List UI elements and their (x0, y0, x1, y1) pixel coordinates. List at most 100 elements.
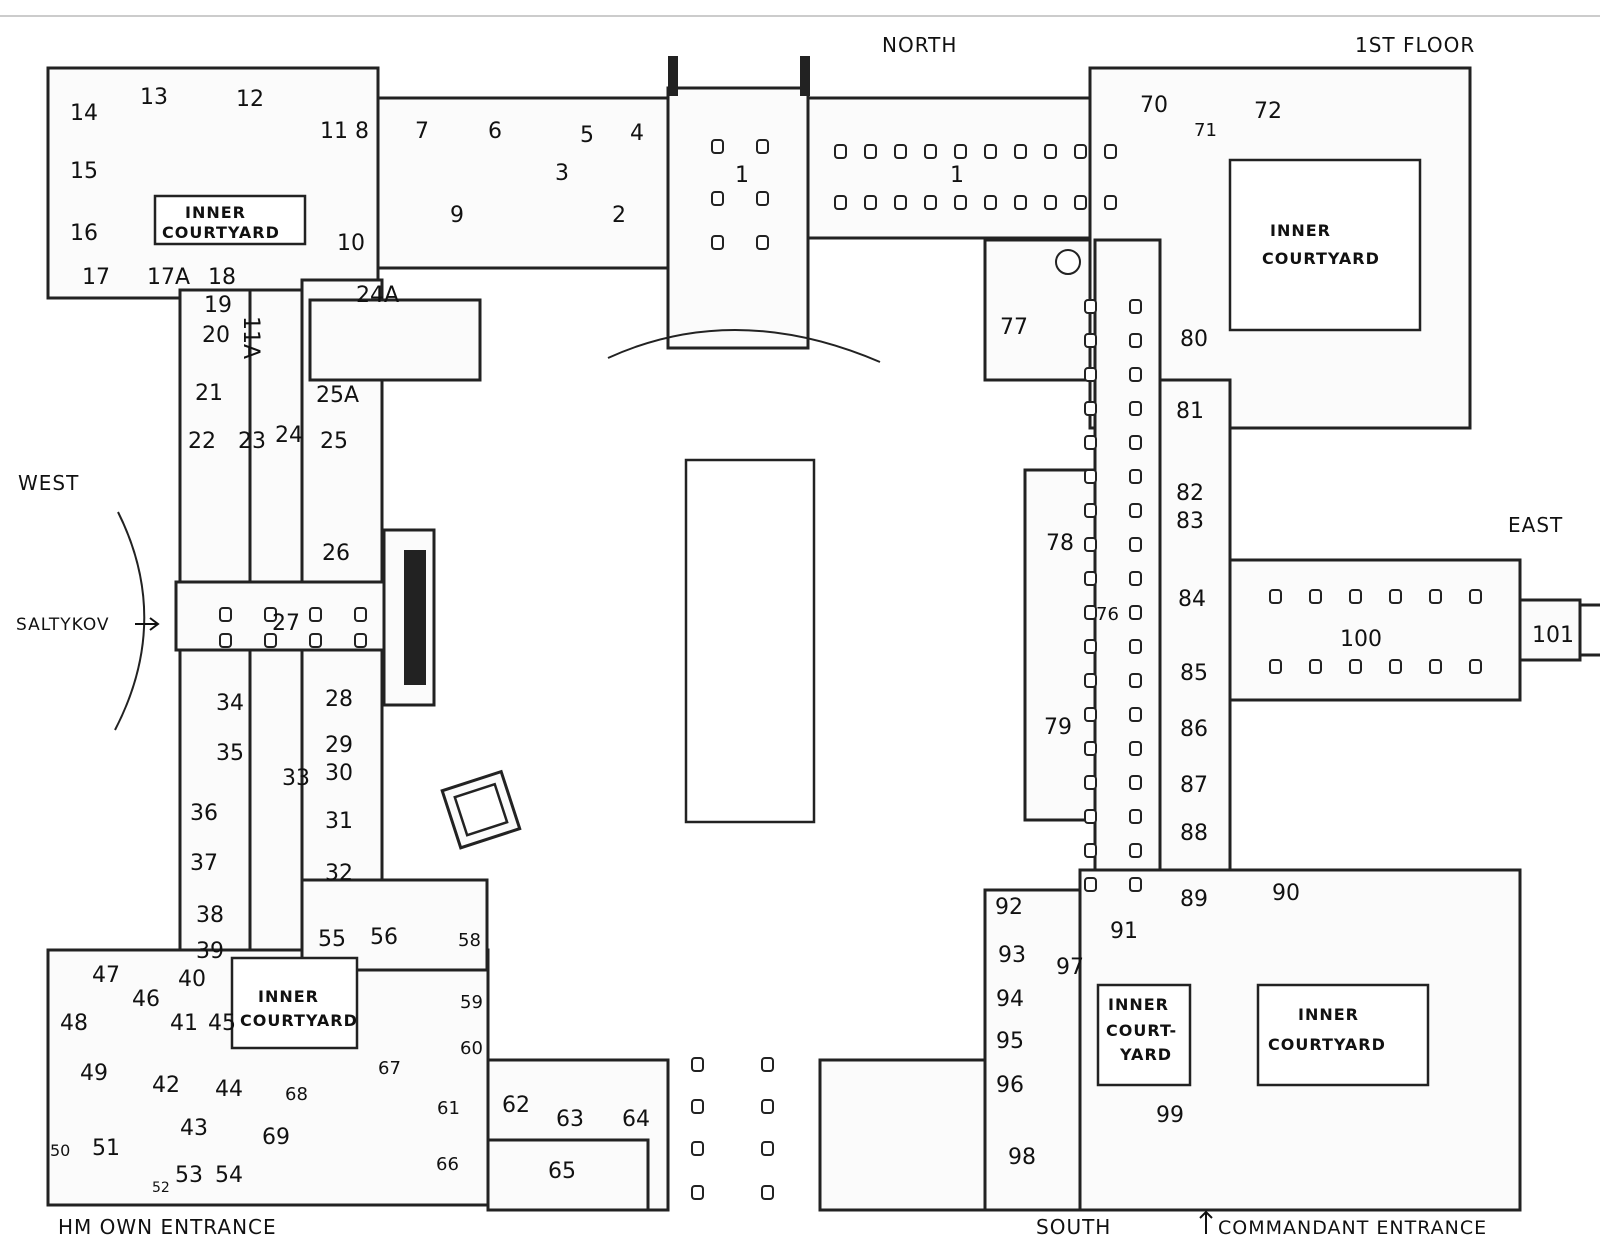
se-courtyard-label-1: INNER (1298, 1005, 1359, 1024)
room-6: 6 (488, 119, 502, 144)
north-wing-west (376, 96, 680, 270)
pillar (1129, 571, 1142, 586)
pillar (309, 607, 322, 622)
se-inner-courtyard (1256, 983, 1430, 1087)
ne-inner-courtyard (1228, 158, 1422, 332)
pillar (756, 191, 769, 206)
room-51: 51 (92, 1136, 120, 1161)
room-25: 25 (320, 429, 348, 454)
room-31: 31 (325, 809, 353, 834)
room-92: 92 (995, 895, 1023, 920)
pillar (691, 1057, 704, 1072)
room-45: 45 (208, 1011, 236, 1036)
room-68: 68 (285, 1084, 308, 1105)
saltykov-arrow-icon (135, 617, 160, 631)
pillar (1104, 195, 1117, 210)
se-courtyard-label-2: COURTYARD (1268, 1035, 1386, 1054)
room-34: 34 (216, 691, 244, 716)
pillar (1084, 469, 1097, 484)
pillar (1129, 809, 1142, 824)
room-10: 10 (337, 231, 365, 256)
room-28: 28 (325, 687, 353, 712)
pillar (264, 607, 277, 622)
pillar (1129, 503, 1142, 518)
room-48: 48 (60, 1011, 88, 1036)
pillar (924, 195, 937, 210)
nw-inner-courtyard (153, 194, 307, 246)
pillar (1129, 639, 1142, 654)
pillar (1349, 659, 1362, 674)
room-9: 9 (450, 203, 464, 228)
room-19: 19 (204, 293, 232, 318)
room-12: 12 (236, 87, 264, 112)
floor-label: 1ST FLOOR (1355, 33, 1475, 57)
pillar (1129, 843, 1142, 858)
south-wing-east (818, 1058, 987, 1212)
pillar-grid (219, 139, 1482, 1200)
north-central-block (666, 86, 810, 350)
room-24a: 24A (356, 283, 399, 308)
se-small-courtyard-label-1: INNER (1108, 995, 1169, 1014)
pillar (1074, 195, 1087, 210)
saltykov-entrance-label: SALTYKOV (16, 615, 110, 635)
pillar (1309, 659, 1322, 674)
pillar (1129, 401, 1142, 416)
pillar (1129, 741, 1142, 756)
se-small-courtyard-label-2: COURT- (1106, 1021, 1177, 1040)
north-sub-1 (308, 298, 482, 382)
commandant-entrance-label: COMMANDANT ENTRANCE (1218, 1217, 1487, 1238)
pillar (1269, 659, 1282, 674)
room-70: 70 (1140, 93, 1168, 118)
pillar (864, 195, 877, 210)
sw-wing (300, 878, 489, 972)
room-44: 44 (215, 1077, 243, 1102)
south-east-wing (983, 888, 1082, 1212)
pillar (1129, 605, 1142, 620)
room-78: 78 (1046, 531, 1074, 556)
room-25a: 25A (316, 383, 359, 408)
room-77: 77 (1000, 315, 1028, 340)
pillar (954, 144, 967, 159)
room-56: 56 (370, 925, 398, 950)
room-96: 96 (996, 1073, 1024, 1098)
pillar (711, 235, 724, 250)
room-93: 93 (998, 943, 1026, 968)
pillar (1269, 589, 1282, 604)
room-84: 84 (1178, 587, 1206, 612)
room-99: 99 (1156, 1103, 1184, 1128)
room-54: 54 (215, 1163, 243, 1188)
room-94: 94 (996, 987, 1024, 1012)
pillar (354, 633, 367, 648)
room-59: 59 (460, 992, 483, 1013)
room-20: 20 (202, 323, 230, 348)
pillar (1074, 144, 1087, 159)
pillar (1084, 809, 1097, 824)
room-33: 33 (282, 766, 310, 791)
pillar (1084, 707, 1097, 722)
room-2: 2 (612, 203, 626, 228)
room-50: 50 (50, 1141, 70, 1160)
room-14: 14 (70, 101, 98, 126)
west-label: WEST (18, 471, 79, 495)
room-100: 100 (1340, 627, 1382, 652)
pillar (834, 195, 847, 210)
room-35: 35 (216, 741, 244, 766)
pillar (219, 633, 232, 648)
room-1b: 1 (950, 163, 964, 188)
room-71: 71 (1194, 120, 1217, 141)
pillar (691, 1185, 704, 1200)
pillar (1349, 589, 1362, 604)
room-8: 8 (355, 119, 369, 144)
pillar (984, 195, 997, 210)
pillar (1084, 775, 1097, 790)
room-58: 58 (458, 930, 481, 951)
ne-courtyard-label-2: COURTYARD (1262, 249, 1380, 268)
pillar (864, 144, 877, 159)
pillar (1084, 639, 1097, 654)
room-63: 63 (556, 1107, 584, 1132)
room-97: 97 (1056, 955, 1084, 980)
pillar (1084, 435, 1097, 450)
room-11: 11 (320, 119, 348, 144)
room-85: 85 (1180, 661, 1208, 686)
